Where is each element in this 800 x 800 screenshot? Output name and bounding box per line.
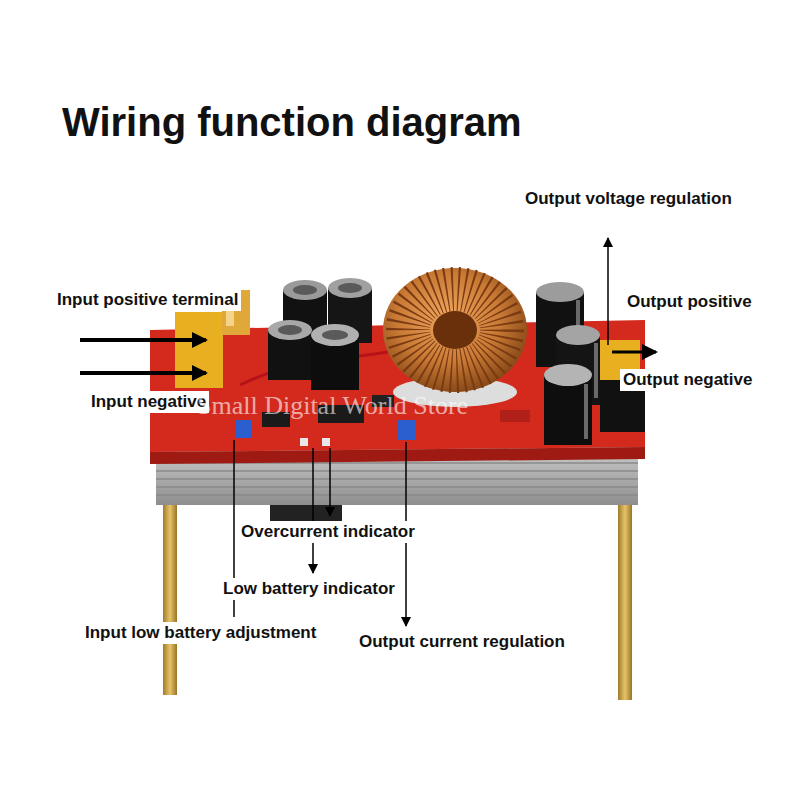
toroid-hole <box>433 311 477 349</box>
input-terminal <box>175 312 223 388</box>
leader-line <box>607 238 609 345</box>
led <box>322 438 330 446</box>
input-arrow <box>80 338 206 342</box>
toroid-winding <box>408 289 502 371</box>
capacitor-group <box>536 282 600 445</box>
potentiometer <box>398 420 416 440</box>
part-label: Low battery indicator <box>220 578 398 600</box>
watermark: Small Digital World Store <box>197 390 468 421</box>
led <box>300 438 308 446</box>
part-label: Output positive <box>624 291 755 313</box>
leader-line <box>329 448 331 516</box>
pcb-edge <box>150 447 645 464</box>
toroid-inductor <box>383 268 527 392</box>
leader-line <box>312 448 314 573</box>
part-label: Input low battery adjustment <box>82 622 319 644</box>
potentiometer <box>236 420 252 438</box>
heatsink-fins <box>156 463 638 495</box>
smd-part <box>500 410 530 422</box>
part-label: Output current regulation <box>356 631 568 653</box>
diagram-title: Wiring function diagram <box>62 98 522 146</box>
part-label: Output negative <box>620 369 755 391</box>
part-label: Input positive terminal <box>54 289 241 311</box>
output-arrow <box>612 351 656 354</box>
part-label: Overcurrent indicator <box>238 521 418 543</box>
part-label: Input negative <box>88 391 209 413</box>
part-label: Output voltage regulation <box>522 188 735 210</box>
input-arrow <box>80 371 206 375</box>
capacitor-group <box>268 278 372 390</box>
